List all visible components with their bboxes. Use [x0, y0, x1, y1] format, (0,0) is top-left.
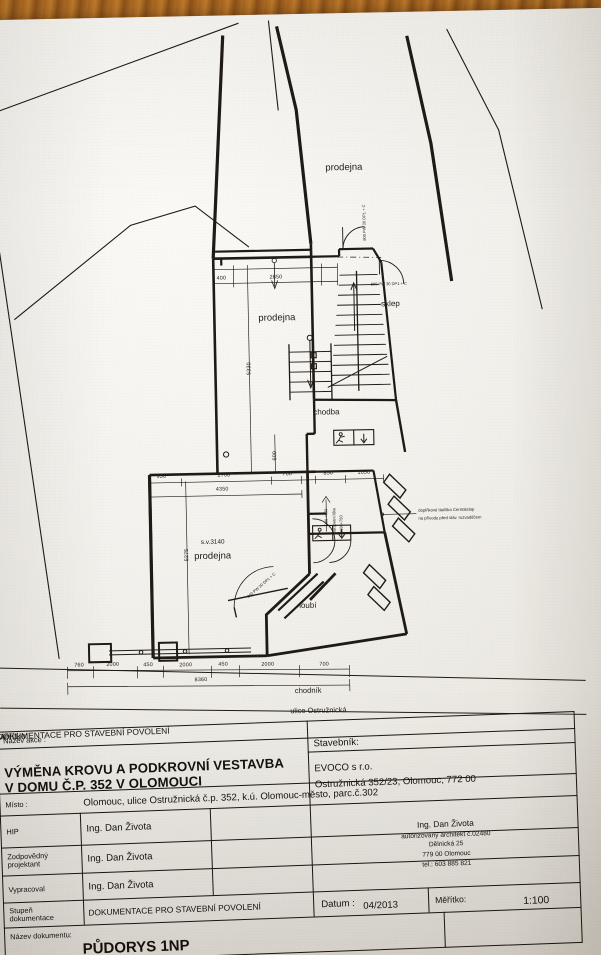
value-responsible-designer-name: Ing. Dan Života — [87, 851, 153, 865]
dim-mid-700: 700 — [282, 471, 293, 478]
dim-top-2850: 2850 — [269, 274, 283, 281]
label-stage: Stupeň dokumentace — [9, 903, 54, 927]
window-tag-parapet: parapetní lišta — [331, 508, 337, 534]
dim-bottom-700: 700 — [319, 661, 330, 668]
dim-top-400: 400 — [216, 275, 227, 282]
floor-plan-drawing: prodejna prodejna prodejna sklep chodba … — [0, 8, 596, 955]
room-label-sklep: sklep — [381, 298, 400, 309]
label-hip: HIP — [6, 826, 19, 836]
window-tag-width: 900 +600 — [323, 508, 329, 526]
ceiling-height-note: s.v.3140 — [200, 538, 225, 547]
dim-bottom-450-b: 450 — [218, 661, 228, 668]
door-tag-1: 800 PW 30 DP1 + C — [361, 204, 367, 241]
door-tag-2: 800 PW 30 DP1 + C — [370, 280, 407, 287]
label-responsible-designer: Zodpovědný projektant — [7, 848, 49, 873]
label-author: Vypracoval — [8, 883, 45, 894]
dim-bottom-2000-b: 2000 — [179, 662, 193, 669]
plan-vector — [0, 20, 587, 715]
label-scale-holder: Měřítko: — [434, 894, 467, 906]
dim-bottom-total-8360: 8360 — [194, 676, 208, 684]
room-label-chodba: chodba — [313, 407, 340, 417]
dim-mid-2700: 2700 — [217, 472, 231, 479]
label-document-name: Název dokumentu: — [10, 929, 72, 941]
label-place: Místo : — [5, 799, 28, 809]
paper-sheet: prodejna prodejna prodejna sklep chodba … — [0, 7, 601, 955]
window-tag-number: 2000+750 — [338, 515, 344, 534]
dim-bottom-2000-a: 2000 — [106, 661, 120, 668]
architect-phone: tel.: 603 885 821 — [422, 860, 472, 869]
architect-block: Ing. Dan Života autorizovaný architekt č… — [312, 797, 581, 890]
dim-mid-total-4350: 4350 — [215, 486, 229, 493]
value-date: 04/2013 — [363, 898, 399, 912]
dim-vertical-5275: 5275 — [183, 548, 191, 562]
dim-mid-950: 950 — [156, 473, 167, 480]
label-date: Datum : — [321, 897, 355, 910]
label-responsible-designer-l2: projektant — [7, 859, 41, 870]
value-author-name: Ing. Dan Života — [88, 879, 154, 893]
dim-vertical-600: 600 — [272, 450, 279, 461]
dim-bottom-760: 760 — [74, 662, 84, 669]
title-block: Název akce : VÝMĚNA KROVU A PODKROVNÍ VE… — [0, 711, 583, 955]
room-label-loubi: loubí — [299, 600, 317, 611]
dim-bottom-450-a: 450 — [143, 662, 153, 669]
room-label-prodejna-mid: prodejna — [258, 312, 296, 324]
label-scale: Měřítko: — [0, 730, 29, 742]
dim-mid-1050: 1050 — [357, 469, 371, 476]
label-chodnik: chodník — [294, 685, 322, 696]
room-label-prodejna-top: prodejna — [325, 161, 363, 174]
dim-bottom-2000-c: 2000 — [261, 661, 275, 668]
dim-vertical-5330: 5330 — [246, 362, 253, 376]
value-scale: 1:100 — [523, 894, 550, 907]
annotation-centralstop-line1: doplňkové tlačítko Centralstop — [418, 506, 475, 513]
dim-mid-850: 850 — [323, 470, 334, 477]
label-client: Stavebník: — [313, 736, 359, 750]
client-name: EVOCO s r.o. — [314, 761, 373, 775]
document-name-value: PŮDORYS 1NP — [82, 936, 190, 955]
value-hip-name: Ing. Dan Života — [86, 820, 152, 835]
label-ulice-ostruznicka: ulice Ostružnická — [290, 705, 347, 716]
label-stage-l2: dokumentace — [9, 912, 55, 924]
room-label-prodejna-bottom: prodejna — [194, 550, 232, 563]
